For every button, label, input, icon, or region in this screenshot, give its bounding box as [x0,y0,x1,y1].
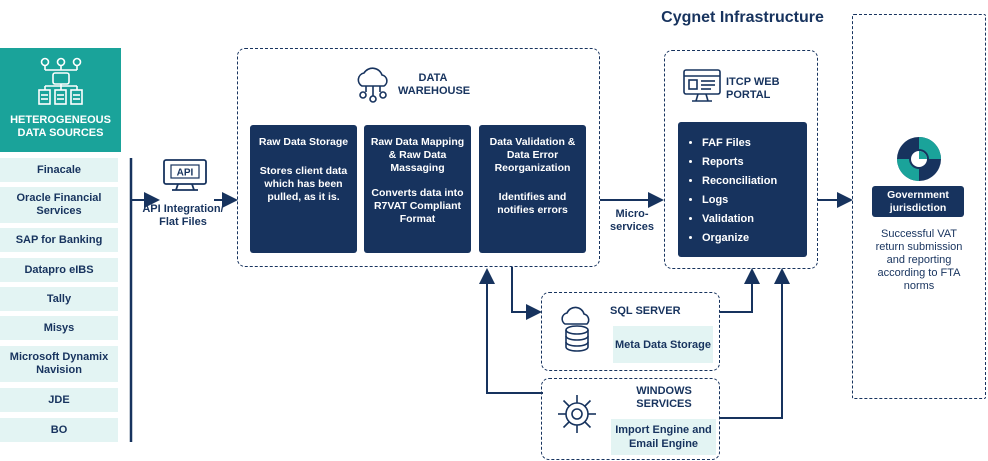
data-validation-box: Data Validation & Data Error Reorganizat… [479,125,586,253]
arrow-sql-to-portal [720,268,760,313]
infrastructure-container [664,50,818,269]
sql-server-container [541,292,720,371]
portal-feature: Reconciliation [702,172,807,191]
web-portal-icon [683,69,721,102]
portal-title: ITCP WEB PORTAL [726,76,780,101]
data-sources-icon [38,57,83,105]
data-warehouse-title: DATA WAREHOUSE [398,72,471,97]
cloud-network-icon [357,67,388,103]
micro-services-label: Micro-services [609,208,655,233]
api-label: API Integration/ Flat Files [142,203,224,228]
raw-data-storage-box: Raw Data Storage Stores client data whic… [250,125,357,253]
raw-data-mapping-title: Raw Data Mapping & Raw Data Massaging [370,136,465,174]
gear-icon [558,395,596,433]
source-item: Oracle Financial Services [0,187,118,223]
arrow-windows-to-portal [720,268,790,419]
sources-header-label: HETEROGENEOUS DATA SOURCES [10,114,111,139]
import-engine-box: Import Engine and Email Engine [611,419,716,455]
raw-data-storage-body: Stores client data which has been pulled… [259,165,348,203]
windows-services-container [541,378,720,460]
source-item: Microsoft Dynamix Navision [0,346,118,382]
portal-feature: Reports [702,153,807,172]
government-description: Successful VAT return submission and rep… [875,228,963,292]
source-item: Finacale [0,158,118,182]
api-icon: API [163,159,207,191]
portal-feature: FAF Files [702,134,807,153]
arrow-warehouse-to-sql [511,267,542,320]
meta-data-storage-box: Meta Data Storage [613,326,713,363]
data-warehouse-container [237,48,600,267]
sources-header: HETEROGENEOUS DATA SOURCES [0,48,121,152]
portal-feature: Logs [702,191,807,210]
government-logo-icon [897,137,941,181]
raw-data-storage-title: Raw Data Storage [258,136,349,148]
infrastructure-title: Cygnet Infrastructure [661,9,824,26]
arrow-windows-to-warehouse [479,268,543,394]
portal-features-list: FAF Files Reports Reconciliation Logs Va… [678,134,807,248]
raw-data-mapping-box: Raw Data Mapping & Raw Data Massaging Co… [364,125,471,253]
source-item: BO [0,418,118,442]
source-item: Tally [0,287,118,311]
portal-feature: Validation [702,210,807,229]
government-container [852,14,986,399]
government-jurisdiction-box: Government jurisdiction [872,186,964,217]
database-cloud-icon [561,306,590,352]
source-item: Misys [0,316,118,340]
source-item: SAP for Banking [0,228,118,252]
data-validation-title: Data Validation & Data Error Reorganizat… [489,136,576,174]
api-icon-text: API [177,168,194,179]
windows-services-title: WINDOWS SERVICES [636,385,692,410]
data-validation-body: Identifies and notifies errors [497,191,568,216]
portal-features-box: FAF Files Reports Reconciliation Logs Va… [678,122,807,257]
source-item: Datapro eIBS [0,258,118,282]
source-item: JDE [0,388,118,412]
portal-feature: Organize [702,229,807,248]
raw-data-mapping-body: Converts data into R7VAT Compliant Forma… [371,187,464,225]
sql-server-title: SQL SERVER [610,305,681,317]
